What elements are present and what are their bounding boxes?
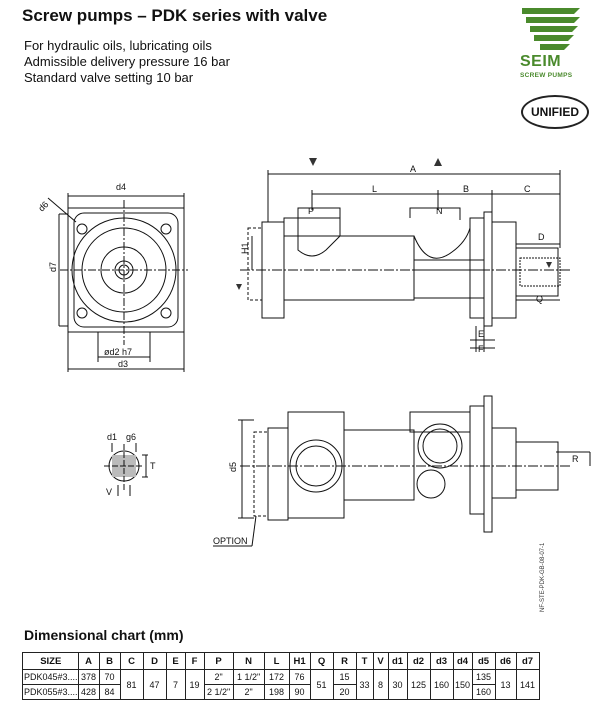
page-title: Screw pumps – PDK series with valve (22, 6, 328, 25)
col-header: d3 (429, 652, 454, 670)
dim-B: B (463, 184, 469, 194)
dim-d5: d5 (228, 462, 238, 472)
spec-line: Admissible delivery pressure 16 bar (24, 54, 230, 69)
table-cell: 2" (232, 684, 265, 700)
dim-d6: d6 (36, 199, 50, 213)
dimension-table: SIZE A B C D E F P N L H1 Q R T V d1 d2 … (22, 652, 540, 700)
table-cell: 20 (332, 684, 357, 700)
dim-T: T (150, 461, 156, 471)
dim-d1: d1 (107, 432, 117, 442)
table-cell: 70 (98, 669, 121, 685)
dim-d3: d3 (118, 359, 128, 369)
technical-drawing: d4 d6 d7 ød2 h7 d3 A L B C P N H1 D Q E … (36, 158, 591, 547)
col-header: d4 (452, 652, 473, 670)
col-header: D (142, 652, 167, 670)
dim-N: N (436, 206, 443, 216)
table-cell: 84 (98, 684, 121, 700)
brand-subtitle: SCREW PUMPS (520, 72, 573, 79)
table-cell: 160 (429, 669, 454, 700)
dim-H1: H1 (240, 242, 250, 254)
table-cell: 125 (406, 669, 431, 700)
dim-D: D (538, 232, 545, 242)
brand-name: SEIM (520, 53, 562, 70)
dim-A: A (410, 164, 416, 174)
dim-F: F (478, 344, 484, 354)
col-header: F (184, 652, 205, 670)
table-cell: 81 (119, 669, 144, 700)
col-header: T (355, 652, 374, 670)
dim-Q: Q (536, 294, 543, 304)
col-header: H1 (288, 652, 311, 670)
table-cell: 76 (288, 669, 311, 685)
col-header: d1 (387, 652, 408, 670)
table-cell: 51 (309, 669, 334, 700)
dim-V: V (106, 487, 112, 497)
col-header: d5 (471, 652, 496, 670)
table-cell: 47 (142, 669, 167, 700)
table-cell: 160 (471, 684, 496, 700)
col-header: E (165, 652, 186, 670)
table-cell: 172 (263, 669, 290, 685)
col-header: C (119, 652, 144, 670)
col-header: d7 (515, 652, 540, 670)
table-cell: 90 (288, 684, 311, 700)
table-cell: 1 1/2" (232, 669, 265, 685)
unified-badge: UNIFIED (521, 95, 589, 129)
table-row: PDK045#3.... 378 70 81 47 7 19 2" 1 1/2"… (22, 669, 540, 700)
table-cell: 8 (372, 669, 389, 700)
size-cell: PDK055#3.... (22, 684, 79, 700)
drawing-code: NF-STE-PDK-GB-08-07-1 (540, 542, 546, 612)
col-header: V (372, 652, 389, 670)
col-header: Q (309, 652, 334, 670)
dim-P: P (308, 206, 314, 216)
table-cell: 19 (184, 669, 205, 700)
table-cell: 13 (494, 669, 517, 700)
col-header: A (77, 652, 100, 670)
dim-d7: d7 (48, 262, 58, 272)
table-cell: 2" (203, 669, 234, 685)
dim-d2: ød2 h7 (104, 347, 132, 357)
col-header: L (263, 652, 290, 670)
table-cell: 2 1/2" (203, 684, 234, 700)
dim-L: L (372, 184, 377, 194)
size-cell: PDK045#3.... (22, 669, 79, 685)
table-cell: 378 (77, 669, 100, 685)
col-header: d2 (406, 652, 431, 670)
table-cell: 135 (471, 669, 496, 685)
dim-d4: d4 (116, 182, 126, 192)
table-cell: 141 (515, 669, 540, 700)
table-cell: 33 (355, 669, 374, 700)
col-header: R (332, 652, 357, 670)
dim-C: C (524, 184, 531, 194)
table-cell: 15 (332, 669, 357, 685)
option-label: OPTION (213, 536, 248, 546)
spec-line: Standard valve setting 10 bar (24, 70, 194, 85)
col-header: P (203, 652, 234, 670)
table-cell: 428 (77, 684, 100, 700)
dim-R: R (572, 454, 579, 464)
table-cell: 30 (387, 669, 408, 700)
table-row: PDK055#3.... 428 84 2 1/2" 2" 198 90 20 … (22, 684, 540, 700)
spec-line: For hydraulic oils, lubricating oils (24, 38, 212, 53)
dim-E: E (478, 329, 484, 339)
col-header: N (232, 652, 265, 670)
seim-logo-icon (522, 8, 580, 50)
chart-title: Dimensional chart (mm) (24, 627, 184, 643)
col-header: B (98, 652, 121, 670)
table-cell: 198 (263, 684, 290, 700)
table-cell: 150 (452, 669, 473, 700)
dim-g6: g6 (126, 432, 136, 442)
table-header-row: SIZE A B C D E F P N L H1 Q R T V d1 d2 … (22, 652, 540, 670)
col-header: SIZE (22, 652, 79, 670)
table-cell: 7 (165, 669, 186, 700)
spec-list: For hydraulic oils, lubricating oils Adm… (24, 38, 230, 86)
col-header: d6 (494, 652, 517, 670)
